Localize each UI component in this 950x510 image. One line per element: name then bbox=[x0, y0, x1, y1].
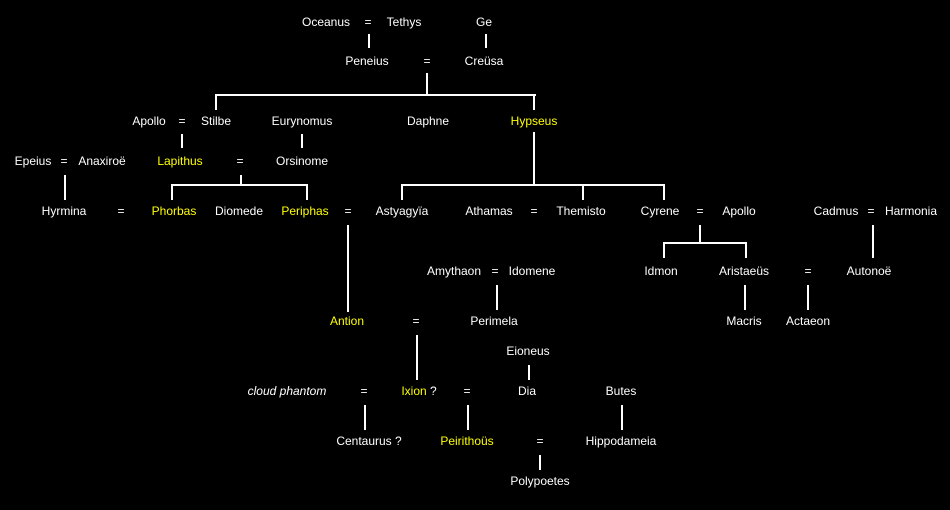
connector-line bbox=[216, 94, 536, 96]
connector-line bbox=[745, 242, 747, 258]
connector-line bbox=[744, 285, 746, 310]
marriage-symbol: = bbox=[804, 264, 812, 278]
connector-line bbox=[621, 405, 623, 430]
connector-line bbox=[364, 405, 366, 430]
person-tethys: Tethys bbox=[386, 15, 422, 29]
person-epeius: Epeius bbox=[14, 154, 52, 168]
connector-line bbox=[663, 184, 665, 200]
connector-line bbox=[347, 225, 349, 312]
person-anaxiroe: Anaxiroë bbox=[78, 154, 126, 168]
person-polypoetes: Polypoetes bbox=[510, 474, 570, 488]
person-centaurus: Centaurus ? bbox=[336, 434, 402, 448]
person-athamas: Athamas bbox=[465, 204, 513, 218]
connector-line bbox=[496, 285, 498, 310]
person-idmon: Idmon bbox=[644, 264, 678, 278]
marriage-symbol: = bbox=[360, 384, 368, 398]
connector-line bbox=[306, 184, 308, 200]
person-diomede: Diomede bbox=[214, 204, 264, 218]
connector-line bbox=[533, 132, 535, 185]
person-periphas: Periphas bbox=[281, 204, 329, 218]
person-eioneus: Eioneus bbox=[506, 344, 550, 358]
person-ge: Ge bbox=[475, 15, 493, 29]
person-aristaeus: Aristaeüs bbox=[718, 264, 770, 278]
person-oceanus: Oceanus bbox=[301, 15, 351, 29]
connector-line bbox=[872, 225, 874, 258]
marriage-symbol: = bbox=[344, 204, 352, 218]
marriage-symbol: = bbox=[364, 15, 372, 29]
marriage-symbol: = bbox=[423, 54, 431, 68]
person-macris: Macris bbox=[726, 314, 762, 328]
person-eurynomus: Eurynomus bbox=[271, 114, 333, 128]
connector-line bbox=[171, 184, 308, 186]
connector-line bbox=[64, 175, 66, 200]
marriage-symbol: = bbox=[867, 204, 875, 218]
person-orsinome: Orsinome bbox=[275, 154, 329, 168]
marriage-symbol: = bbox=[530, 204, 538, 218]
person-daphne: Daphne bbox=[406, 114, 450, 128]
connector-line bbox=[539, 455, 541, 470]
connector-line bbox=[301, 134, 303, 148]
person-amythaon: Amythaon bbox=[426, 264, 482, 278]
marriage-symbol: = bbox=[412, 314, 420, 328]
connector-line bbox=[582, 184, 584, 200]
person-cyrene: Cyrene bbox=[640, 204, 680, 218]
connector-line bbox=[401, 184, 403, 200]
connector-line bbox=[533, 94, 535, 110]
person-dia: Dia bbox=[517, 384, 537, 398]
connector-line bbox=[171, 184, 173, 200]
person-autonoe: Autonoë bbox=[846, 264, 892, 278]
person-name: Ixion bbox=[401, 384, 427, 398]
person-actaeon: Actaeon bbox=[785, 314, 831, 328]
marriage-symbol: = bbox=[117, 204, 125, 218]
person-themisto: Themisto bbox=[556, 204, 606, 218]
person-cadmus: Cadmus bbox=[813, 204, 859, 218]
person-apollo1: Apollo bbox=[132, 114, 166, 128]
person-hippodameia: Hippodameia bbox=[585, 434, 657, 448]
connector-line bbox=[215, 94, 217, 110]
connector-line bbox=[528, 365, 530, 380]
connector-line bbox=[416, 335, 418, 380]
person-idomene: Idomene bbox=[508, 264, 556, 278]
connector-line bbox=[699, 225, 701, 243]
person-butes: Butes bbox=[605, 384, 637, 398]
marriage-symbol: = bbox=[463, 384, 471, 398]
person-perimela: Perimela bbox=[470, 314, 518, 328]
connector-line bbox=[181, 134, 183, 148]
marriage-symbol: = bbox=[536, 434, 544, 448]
connector-line bbox=[663, 242, 747, 244]
connector-line bbox=[467, 405, 469, 430]
connector-line bbox=[485, 34, 487, 48]
person-harmonia: Harmonia bbox=[884, 204, 938, 218]
person-peirithous: Peirithoüs bbox=[440, 434, 494, 448]
connector-line bbox=[663, 242, 665, 258]
person-ixion: Ixion ? bbox=[401, 384, 436, 398]
connector-line bbox=[368, 34, 370, 48]
person-creusa: Creüsa bbox=[464, 54, 504, 68]
connector-line bbox=[426, 73, 428, 95]
person-hypseus: Hypseus bbox=[510, 114, 558, 128]
person-hyrmina: Hyrmina bbox=[41, 204, 87, 218]
person-cloud-phantom: cloud phantom bbox=[247, 384, 327, 398]
person-apollo2: Apollo bbox=[722, 204, 756, 218]
uncertain-mark: ? bbox=[426, 384, 437, 398]
person-astyagyia: Astyagyïa bbox=[375, 204, 429, 218]
marriage-symbol: = bbox=[491, 264, 499, 278]
person-peneius: Peneius bbox=[345, 54, 389, 68]
marriage-symbol: = bbox=[178, 114, 186, 128]
connector-line bbox=[807, 285, 809, 310]
person-stilbe: Stilbe bbox=[200, 114, 232, 128]
marriage-symbol: = bbox=[696, 204, 704, 218]
connector-line bbox=[401, 184, 665, 186]
person-lapithus: Lapithus bbox=[157, 154, 203, 168]
person-antion: Antion bbox=[329, 314, 365, 328]
connector-line bbox=[240, 175, 242, 185]
person-phorbas: Phorbas bbox=[151, 204, 197, 218]
marriage-symbol: = bbox=[60, 154, 68, 168]
marriage-symbol: = bbox=[236, 154, 244, 168]
